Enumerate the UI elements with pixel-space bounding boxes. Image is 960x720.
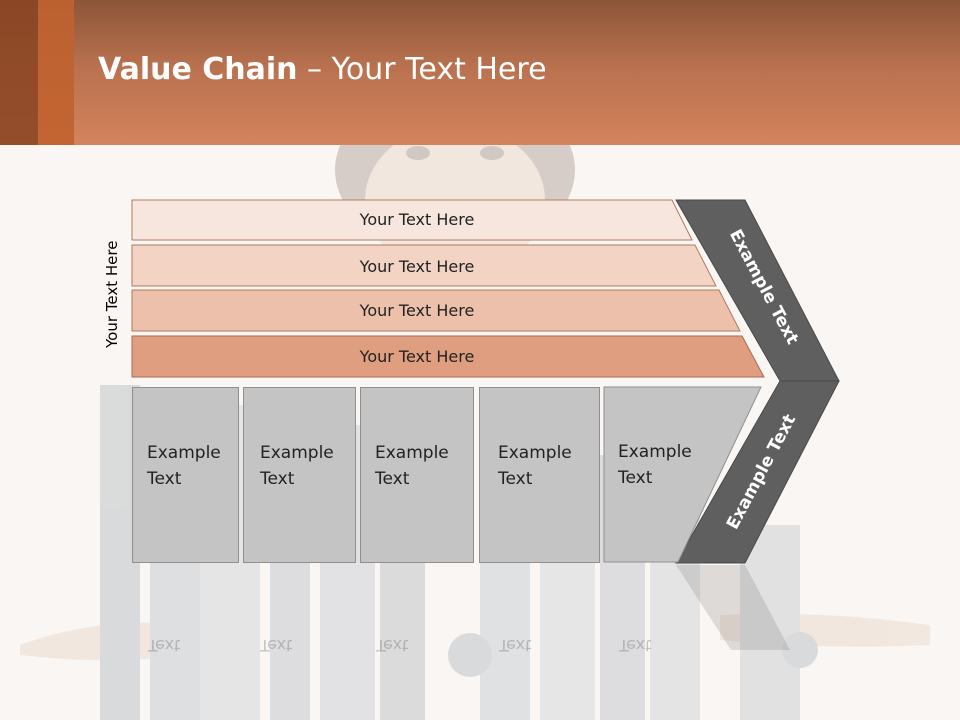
box-5-text: Example Text	[618, 439, 692, 491]
box-5: Example Text	[604, 387, 724, 563]
reflection-box-3: Text	[376, 636, 409, 655]
box-3: Example Text	[360, 387, 474, 563]
band-shape-3	[131, 289, 741, 332]
box-5-line1: Example	[618, 442, 692, 462]
box-1-text: Example Text	[147, 440, 221, 492]
title-bold: Value Chain	[98, 52, 298, 87]
page-title: Value Chain – Your Text Here	[98, 52, 547, 87]
band-shape-4	[131, 335, 765, 378]
band-4-label: Your Text Here	[359, 347, 475, 366]
header-stripe-dark	[0, 0, 38, 145]
box-2: Example Text	[243, 387, 356, 563]
band-1-label: Your Text Here	[359, 210, 475, 229]
box-5-line2: Text	[618, 468, 653, 488]
box-4-line2: Text	[498, 469, 533, 489]
band-shape-2	[131, 244, 717, 287]
box-1-line2: Text	[147, 469, 182, 489]
chevron-bottom-arm	[675, 380, 840, 564]
reflection-box-2: Text	[260, 636, 293, 655]
reflection-box-1: Text	[148, 636, 181, 655]
band-shape-1	[131, 199, 693, 241]
box-2-text: Example Text	[260, 440, 334, 492]
box-2-line2: Text	[260, 469, 295, 489]
title-rest: – Your Text Here	[297, 52, 547, 87]
box-4-text: Example Text	[498, 440, 572, 492]
box-shape-5	[603, 386, 762, 563]
reflection-box-4: Text	[499, 636, 532, 655]
box-1: Example Text	[132, 387, 239, 563]
chevron-reflection	[676, 565, 790, 650]
box-2-line1: Example	[260, 443, 334, 463]
box-3-line1: Example	[375, 443, 449, 463]
box-4-line1: Example	[498, 443, 572, 463]
box-3-line2: Text	[375, 469, 410, 489]
box-1-line1: Example	[147, 443, 221, 463]
header-bar: Value Chain – Your Text Here	[0, 0, 960, 145]
band-3-label: Your Text Here	[359, 301, 475, 320]
box-3-text: Example Text	[375, 440, 449, 492]
header-stripe-accent	[38, 0, 74, 145]
band-2-label: Your Text Here	[359, 257, 475, 276]
reflection-box-5: Text	[619, 636, 652, 655]
box-4: Example Text	[479, 387, 600, 563]
